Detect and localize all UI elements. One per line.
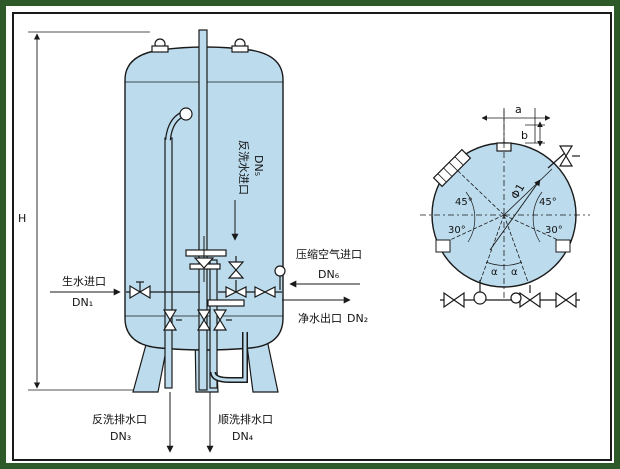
raw-inlet-dn: DN₁ xyxy=(72,296,93,309)
backwash-inlet-callout: 反洗水进口 DN₅ xyxy=(231,140,265,241)
angle-30-left: 30° xyxy=(448,225,466,236)
height-label: H xyxy=(18,212,26,225)
forward-drain-callout: 顺洗排水口 DN₄ xyxy=(206,392,273,453)
backwash-inlet-label: 反洗水进口 xyxy=(237,140,250,195)
forward-drain-label: 顺洗排水口 xyxy=(218,412,273,426)
backwash-drain-dn: DN₃ xyxy=(110,430,131,443)
backwash-drain-callout: 反洗排水口 DN₃ xyxy=(92,392,174,453)
angle-45-right: 45° xyxy=(539,197,557,208)
clean-outlet-dn: DN₂ xyxy=(347,312,368,325)
plan-view: Φ1 45° 45° 30° 30° α α a b xyxy=(420,103,590,309)
central-pipe xyxy=(198,29,208,391)
clean-outlet-label: 净水出口 xyxy=(298,311,342,325)
inner-distributor-pipe xyxy=(164,107,193,389)
right-outlet-assembly xyxy=(207,256,286,307)
air-inlet-dn: DN₆ xyxy=(318,268,340,281)
drain-valves xyxy=(162,309,232,331)
dim-a-label: a xyxy=(515,103,522,116)
forward-drain-dn: DN₄ xyxy=(232,430,254,443)
lifting-lugs xyxy=(151,38,249,53)
alpha-left: α xyxy=(491,267,498,278)
angle-45-left: 45° xyxy=(455,197,473,208)
internal-distributor xyxy=(185,236,227,282)
air-inlet-callout: 压缩空气进口 DN₆ xyxy=(289,247,362,288)
raw-inlet-callout: 生水进口 DN₁ xyxy=(50,274,121,309)
height-dimension: H xyxy=(18,31,150,391)
alpha-right: α xyxy=(511,267,518,278)
clean-outlet-callout: 净水出口 DN₂ xyxy=(282,296,368,325)
backwash-drain-label: 反洗排水口 xyxy=(92,412,147,426)
dim-b-label: b xyxy=(521,129,528,142)
raw-inlet-assembly xyxy=(126,281,200,300)
backwash-inlet-dn: DN₅ xyxy=(252,155,265,176)
air-inlet-label: 压缩空气进口 xyxy=(296,247,362,261)
angle-30-right: 30° xyxy=(545,225,563,236)
raw-inlet-label: 生水进口 xyxy=(62,274,106,288)
